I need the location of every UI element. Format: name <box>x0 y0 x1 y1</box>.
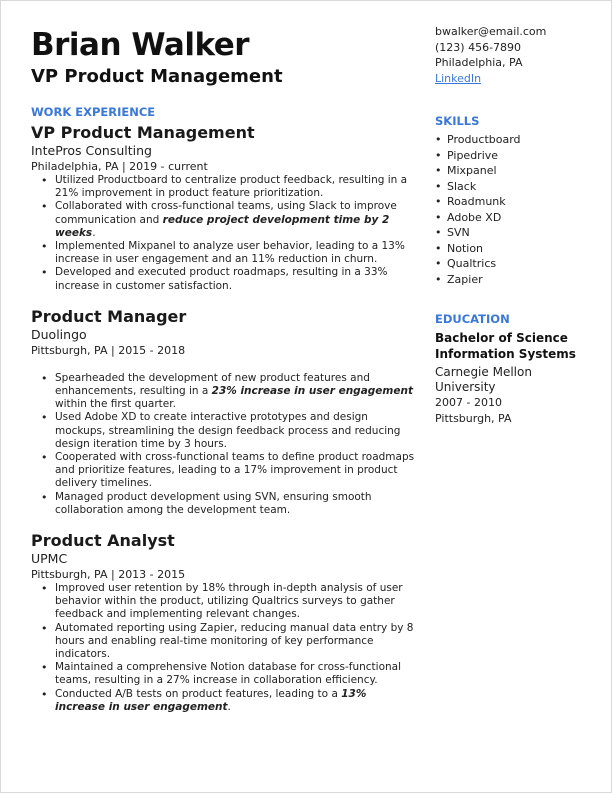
bullet-item: Developed and executed product roadmaps,… <box>31 266 415 292</box>
contact-email[interactable]: bwalker@email.com <box>435 25 547 38</box>
education-years: 2007 - 2010 <box>435 396 502 409</box>
bullet-item: Implemented Mixpanel to analyze user beh… <box>31 240 415 266</box>
bullet-item: Spearheaded the development of new produ… <box>31 372 415 412</box>
bullet-item: Maintained a comprehensive Notion databa… <box>31 661 415 687</box>
job-company: IntePros Consulting <box>31 143 152 158</box>
candidate-name: Brian Walker <box>31 27 250 63</box>
bullet-item: Conducted A/B tests on product features,… <box>31 688 415 714</box>
bullet-highlight: reduce project development time by 2 wee… <box>55 213 390 239</box>
job-entry: Product Analyst UPMC Pittsburgh, PA | 20… <box>31 531 415 714</box>
skill-item: Roadmunk <box>435 194 595 210</box>
job-company: Duolingo <box>31 326 87 342</box>
education-location: Pittsburgh, PA <box>435 411 512 425</box>
skill-item: Pipedrive <box>435 148 595 164</box>
main-column: Brian Walker VP Product Management WORK … <box>31 27 415 714</box>
job-company: UPMC <box>31 551 68 567</box>
skill-item: SVN <box>435 225 595 241</box>
job-meta: Philadelphia, PA | 2019 - current <box>31 160 208 173</box>
job-bullets: Improved user retention by 18% through i… <box>31 582 415 714</box>
skill-item: Qualtrics <box>435 256 595 272</box>
skill-item: Slack <box>435 179 595 195</box>
contact-location: Philadelphia, PA <box>435 56 523 69</box>
job-title: Product Analyst <box>31 531 175 551</box>
skill-item: Adobe XD <box>435 210 595 226</box>
work-experience-heading: WORK EXPERIENCE <box>31 105 156 119</box>
education-degree: Bachelor of Science Information Systems <box>435 331 576 361</box>
skills-heading: SKILLS <box>435 114 480 128</box>
bullet-item: Managed product development using SVN, e… <box>31 491 415 517</box>
job-bullets: Spearheaded the development of new produ… <box>31 372 415 517</box>
skill-item: Notion <box>435 241 595 257</box>
skills-list: Productboard Pipedrive Mixpanel Slack Ro… <box>435 132 595 287</box>
skill-item: Productboard <box>435 132 595 148</box>
bullet-item: Collaborated with cross-functional teams… <box>31 200 415 240</box>
bullet-highlight: 23% increase in user engagement <box>211 385 413 398</box>
bullet-item: Used Adobe XD to create interactive prot… <box>31 411 415 451</box>
sidebar-column: bwalker@email.com (123) 456-7890 Philade… <box>435 24 595 426</box>
job-title: Product Manager <box>31 306 187 326</box>
bullet-item: Utilized Productboard to centralize prod… <box>31 174 415 200</box>
bullet-item: Cooperated with cross-functional teams t… <box>31 451 415 491</box>
contact-block: bwalker@email.com (123) 456-7890 Philade… <box>435 24 595 86</box>
education-school: Carnegie Mellon University <box>435 365 532 394</box>
job-meta: Pittsburgh, PA | 2015 - 2018 <box>31 343 186 357</box>
job-title: VP Product Management <box>31 123 255 142</box>
bullet-item: Improved user retention by 18% through i… <box>31 582 415 622</box>
candidate-title: VP Product Management <box>31 66 283 87</box>
job-entry: VP Product Management IntePros Consultin… <box>31 123 415 293</box>
job-meta: Pittsburgh, PA | 2013 - 2015 <box>31 568 186 582</box>
contact-phone: (123) 456-7890 <box>435 40 522 54</box>
skill-item: Mixpanel <box>435 163 595 179</box>
job-entry: Product Manager Duolingo Pittsburgh, PA … <box>31 307 415 517</box>
bullet-highlight: 13% increase in user engagement <box>55 687 367 713</box>
skill-item: Zapier <box>435 272 595 288</box>
education-heading: EDUCATION <box>435 312 510 326</box>
bullet-item: Automated reporting using Zapier, reduci… <box>31 622 415 662</box>
job-bullets: Utilized Productboard to centralize prod… <box>31 174 415 293</box>
linkedin-link[interactable]: LinkedIn <box>435 71 482 85</box>
